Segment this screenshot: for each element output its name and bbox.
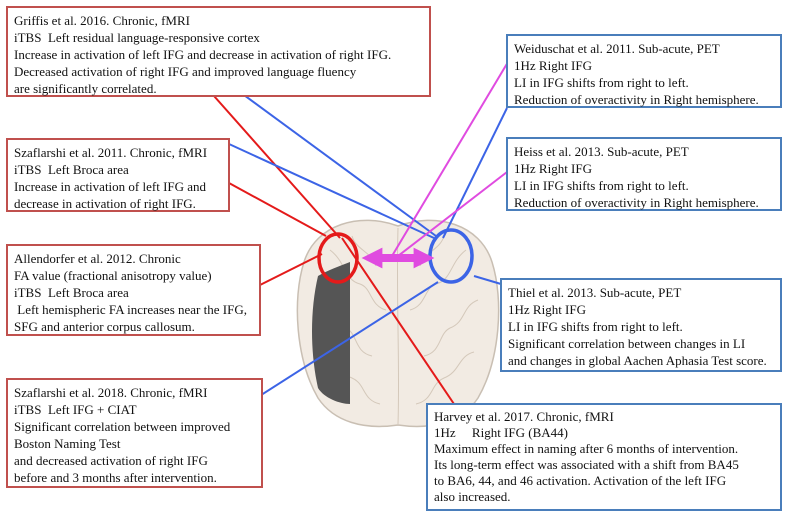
- connector-weiduschat: [442, 107, 508, 239]
- box-line: to BA6, 44, and 46 activation. Activatio…: [434, 473, 727, 488]
- box-title: Weiduschat et al. 2011. Sub-acute, PET: [514, 41, 720, 56]
- connector-harvey-left: [341, 237, 455, 405]
- box-line: iTBS Left Broca area: [14, 162, 129, 177]
- box-line: LI in IFG shifts from right to left.: [514, 75, 689, 90]
- left-ifg-circle: [317, 232, 359, 284]
- brain-illustration: [296, 219, 500, 428]
- connector-szaflarshi-2011: [228, 182, 327, 237]
- connector-griffis-right: [213, 72, 437, 237]
- box-weiduschat-2011: Weiduschat et al. 2011. Sub-acute, PET 1…: [506, 34, 782, 108]
- magenta-connectors: [391, 61, 509, 257]
- lesion-area: [312, 262, 350, 404]
- box-line: iTBS Left residual language-responsive c…: [14, 30, 260, 45]
- box-title: Thiel et al. 2013. Sub-acute, PET: [508, 285, 682, 300]
- connector-allendorfer: [257, 253, 323, 287]
- box-line: before and 3 months after intervention.: [14, 470, 217, 485]
- box-griffis-2016: Griffis et al. 2016. Chronic, fMRI iTBS …: [6, 6, 431, 97]
- box-line: Decreased activation of right IFG and im…: [14, 64, 357, 79]
- box-line: SFG and anterior corpus callosum.: [14, 319, 195, 334]
- box-line: Maximum effect in naming after 6 months …: [434, 441, 739, 456]
- box-line: Significant correlation between improved: [14, 419, 231, 434]
- box-title: Griffis et al. 2016. Chronic, fMRI: [14, 13, 190, 28]
- box-line: 1Hz Right IFG (BA44): [434, 425, 568, 440]
- box-title: Harvey et al. 2017. Chronic, fMRI: [434, 409, 614, 424]
- box-line: Reduction of overactivity in Right hemis…: [514, 92, 759, 107]
- box-title: Szaflarshi et al. 2018. Chronic, fMRI: [14, 385, 208, 400]
- box-line: and changes in global Aachen Aphasia Tes…: [508, 353, 767, 368]
- box-line: Boston Naming Test: [14, 436, 121, 451]
- box-line: are significantly correlated.: [14, 81, 157, 96]
- box-title: Heiss et al. 2013. Sub-acute, PET: [514, 144, 689, 159]
- box-line: FA value (fractional anisotropy value): [14, 268, 212, 283]
- connector-heiss-magenta: [397, 171, 508, 257]
- box-allendorfer-2012: Allendorfer et al. 2012. Chronic FA valu…: [6, 244, 261, 336]
- box-line: iTBS Left IFG + CIAT: [14, 402, 137, 417]
- box-line: and decreased activation of right IFG: [14, 453, 208, 468]
- box-title: Allendorfer et al. 2012. Chronic: [14, 251, 181, 266]
- box-line: 1Hz Right IFG: [514, 58, 592, 73]
- box-line: Significant correlation between changes …: [508, 336, 746, 351]
- connector-thiel: [473, 275, 502, 285]
- box-line: Its long-term effect was associated with…: [434, 457, 739, 472]
- box-line: Reduction of overactivity in Right hemis…: [514, 195, 759, 210]
- box-line: Left hemispheric FA increases near the I…: [14, 302, 247, 317]
- box-line: also increased.: [434, 489, 511, 504]
- box-line: Increase in activation of left IFG and d…: [14, 47, 392, 62]
- box-line: 1Hz Right IFG: [514, 161, 592, 176]
- box-harvey-2017: Harvey et al. 2017. Chronic, fMRI 1Hz Ri…: [426, 403, 782, 511]
- box-line: LI in IFG shifts from right to left.: [508, 319, 683, 334]
- connector-szaflarshi-2018: [232, 281, 439, 414]
- box-title: Szaflarshi et al. 2011. Chronic, fMRI: [14, 145, 208, 160]
- box-thiel-2013: Thiel et al. 2013. Sub-acute, PET 1Hz Ri…: [500, 278, 782, 372]
- connector-szaflarshi-2011-right: [228, 143, 435, 239]
- box-szaflarshi-2018: Szaflarshi et al. 2018. Chronic, fMRI iT…: [6, 378, 263, 488]
- box-heiss-2013: Heiss et al. 2013. Sub-acute, PET 1Hz Ri…: [506, 137, 782, 211]
- right-ifg-connectors: [213, 72, 508, 414]
- box-line: 1Hz Right IFG: [508, 302, 586, 317]
- connector-weiduschat-magenta: [391, 61, 509, 257]
- box-line: Increase in activation of left IFG and: [14, 179, 207, 194]
- box-szaflarshi-2011: Szaflarshi et al. 2011. Chronic, fMRI iT…: [6, 138, 230, 212]
- box-line: decrease in activation of right IFG.: [14, 196, 196, 211]
- box-line: iTBS Left Broca area: [14, 285, 129, 300]
- box-line: LI in IFG shifts from right to left.: [514, 178, 689, 193]
